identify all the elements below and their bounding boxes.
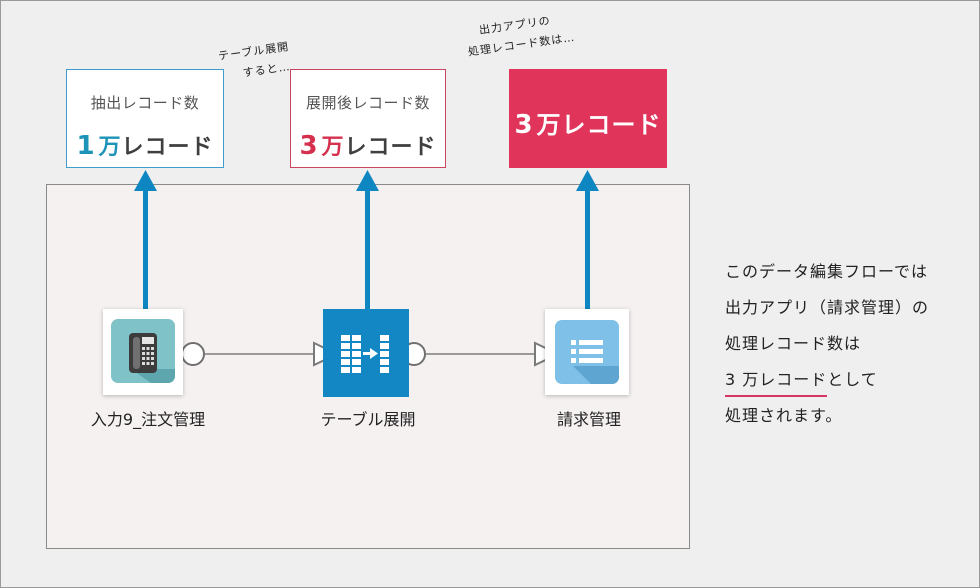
description-highlight: 3 万レコード [725,365,828,397]
up-arrow-extract [134,170,157,309]
extract-count-number: 1 [76,131,96,161]
connector-2 [402,341,561,367]
description-line-2: 出力アプリ（請求管理）の [725,298,930,317]
list-icon [555,320,619,384]
extract-count-unit: 万 [98,135,122,160]
node-table-expand[interactable] [323,309,409,397]
output-port-1[interactable] [181,342,205,366]
extract-count-label: 抽出レコード数 [90,94,200,112]
node-input-order[interactable] [103,309,183,395]
connector-1 [181,341,340,367]
expanded-count-number: 3 [299,131,319,161]
description-line-4: 3 万レコードとして [725,362,929,398]
node-invoice-output[interactable] [545,309,629,395]
node-input-order-label: 入力9_注文管理 [90,410,206,429]
node-invoice-output-label: 請求管理 [556,410,621,429]
expanded-count-text: レコード [344,135,437,160]
node-table-expand-label: テーブル展開 [320,410,416,429]
up-arrow-output [576,170,599,309]
description-line-1: このデータ編集フローでは [725,262,929,281]
output-count-number: 3 [514,110,534,140]
up-arrow-expand [356,170,379,309]
description-text: このデータ編集フローでは 出力アプリ（請求管理）の 処理レコード数は 3 万レコ… [725,254,929,434]
output-count-text: レコード [561,111,662,139]
description-line-3: 処理レコード数は [725,334,862,353]
expanded-count-label: 展開後レコード数 [305,94,430,112]
expanded-count-unit: 万 [321,135,345,160]
phone-icon [111,319,175,383]
output-count-unit: 万 [536,111,562,139]
description-line-5: 処理されます。 [725,406,843,425]
description-line-4-rest: として [827,370,878,389]
table-expand-icon [323,309,409,401]
extract-count-text: レコード [121,135,214,160]
